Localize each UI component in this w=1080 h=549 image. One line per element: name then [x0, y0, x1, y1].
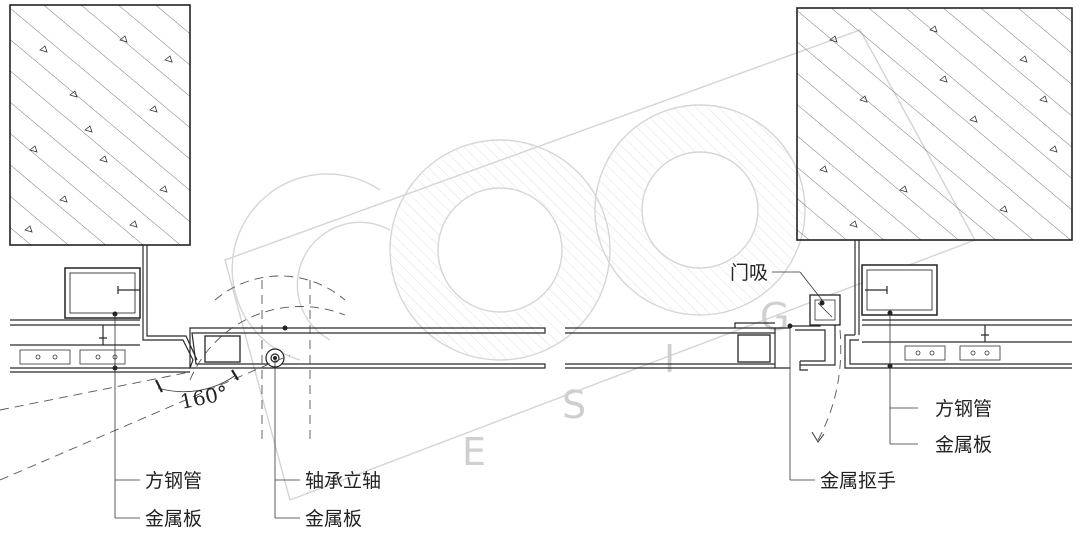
handle-swing-line — [817, 329, 842, 441]
label-right-metal-plate: 金属板 — [935, 434, 992, 456]
leader-lines — [112, 271, 918, 519]
door-swing-line — [0, 354, 291, 481]
door-swing-line-2 — [0, 371, 191, 411]
angle-label: 160° — [178, 380, 230, 413]
left-square-steel-tube — [64, 267, 141, 319]
watermark-letter-e: E — [462, 430, 486, 474]
label-door-stop: 门吸 — [730, 262, 768, 284]
label-pivot-axis: 轴承立轴 — [305, 470, 381, 492]
label-center-metal-plate: 金属板 — [305, 508, 362, 530]
label-metal-handle: 金属抠手 — [820, 470, 896, 492]
label-left-square-steel-tube: 方钢管 — [145, 470, 202, 492]
door-stop — [809, 294, 841, 326]
left-concrete-wall — [9, 4, 191, 246]
watermark-letter-i: I — [664, 337, 675, 381]
right-wall-finish — [844, 240, 1072, 369]
right-door-panel — [565, 322, 836, 371]
pivot-axis-guides — [189, 275, 346, 445]
watermark: E S I G — [224, 29, 977, 501]
label-left-metal-plate: 金属板 — [145, 508, 202, 530]
watermark-letter-s: S — [562, 383, 586, 427]
right-concrete-wall — [796, 7, 1073, 241]
label-right-square-steel-tube: 方钢管 — [935, 398, 992, 420]
left-wall-finish — [10, 245, 198, 373]
